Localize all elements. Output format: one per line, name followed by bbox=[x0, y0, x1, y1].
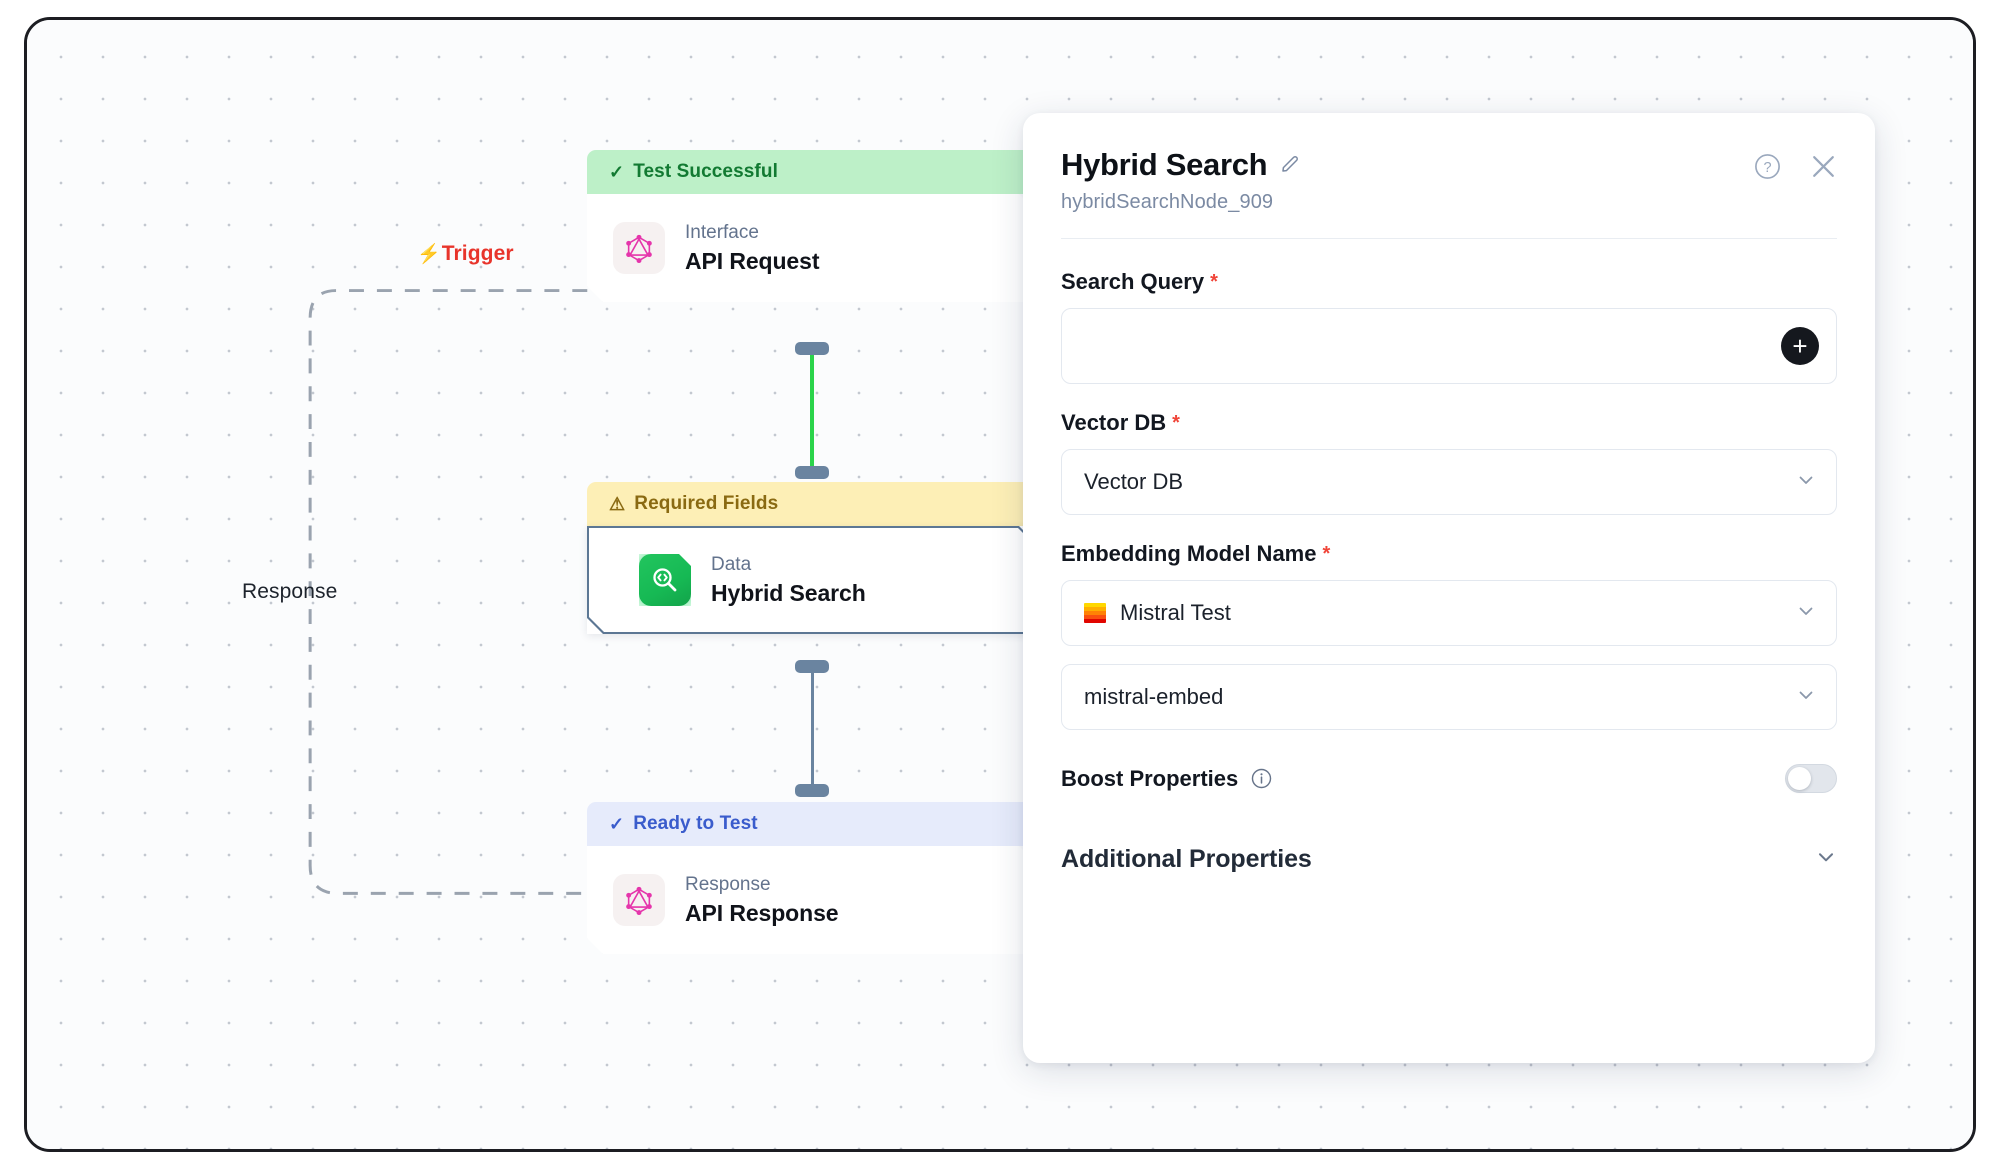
field-label-text: Embedding Model Name bbox=[1061, 541, 1317, 566]
node-properties-panel: Hybrid Search hybridSearchNode_909 ? bbox=[1023, 113, 1875, 1063]
field-label-text: Search Query bbox=[1061, 269, 1205, 294]
field-label-text: Vector DB bbox=[1061, 410, 1167, 435]
lightning-bolt-icon: ⚡ bbox=[417, 243, 441, 265]
node-api-response[interactable]: ✓ Ready to Test bbox=[587, 802, 1035, 954]
node-card-body-selected[interactable]: Data Hybrid Search bbox=[587, 526, 1035, 634]
node-status-banner-ready-to-test: ✓ Ready to Test bbox=[587, 802, 1035, 846]
hybrid-search-icon bbox=[639, 554, 691, 606]
field-boost-properties: Boost Properties bbox=[1061, 764, 1837, 793]
graphql-icon bbox=[613, 222, 665, 274]
field-embedding-model-name: Embedding Model Name * Mistral Test bbox=[1061, 541, 1837, 730]
app-window-frame: ⚡ Trigger Response ✓ Test Successful bbox=[24, 17, 1976, 1152]
add-variable-button[interactable]: + bbox=[1781, 327, 1819, 365]
connector-wire-active bbox=[810, 350, 814, 472]
node-kind-label: Interface bbox=[685, 222, 759, 244]
question-circle-icon[interactable]: ? bbox=[1753, 152, 1782, 181]
node-kind-label: Response bbox=[685, 874, 771, 896]
additional-properties-label: Additional Properties bbox=[1061, 845, 1312, 873]
field-label-text: Boost Properties bbox=[1061, 765, 1239, 791]
vector-db-select[interactable]: Vector DB bbox=[1061, 449, 1837, 515]
search-query-input[interactable]: + bbox=[1061, 308, 1837, 384]
node-status-label: Test Successful bbox=[633, 161, 778, 182]
panel-title: Hybrid Search bbox=[1061, 147, 1268, 182]
flow-canvas[interactable]: ⚡ Trigger Response ✓ Test Successful bbox=[27, 20, 1973, 1149]
warning-triangle-icon: ⚠ bbox=[609, 494, 626, 514]
node-input-handle[interactable] bbox=[795, 466, 829, 479]
field-label: Boost Properties bbox=[1061, 766, 1273, 792]
node-output-handle[interactable] bbox=[795, 660, 829, 673]
chevron-down-icon bbox=[1796, 601, 1816, 626]
node-kind-label: Data bbox=[711, 554, 752, 576]
chevron-down-icon bbox=[1796, 470, 1816, 495]
check-icon: ✓ bbox=[609, 162, 625, 182]
close-x-icon[interactable] bbox=[1808, 151, 1839, 182]
field-label: Embedding Model Name * bbox=[1061, 541, 1837, 567]
additional-properties-section[interactable]: Additional Properties bbox=[1061, 845, 1837, 874]
field-label: Search Query * bbox=[1061, 269, 1837, 295]
node-card-body[interactable]: Response API Response bbox=[587, 846, 1035, 954]
embedding-model-select[interactable]: mistral-embed bbox=[1061, 664, 1837, 730]
boost-properties-toggle[interactable] bbox=[1785, 764, 1837, 793]
required-asterisk: * bbox=[1322, 543, 1331, 565]
required-asterisk: * bbox=[1210, 271, 1218, 293]
panel-action-buttons: ? bbox=[1753, 151, 1839, 182]
chevron-down-icon bbox=[1796, 685, 1816, 710]
vector-db-selected-value: Vector DB bbox=[1084, 469, 1184, 494]
embedding-provider-value: Mistral Test bbox=[1120, 600, 1231, 625]
node-title-label: API Request bbox=[685, 247, 820, 274]
node-status-banner-required-fields: ⚠ Required Fields bbox=[587, 482, 1035, 526]
trigger-label-text: Trigger bbox=[441, 242, 514, 265]
field-label: Vector DB * bbox=[1061, 410, 1837, 436]
panel-divider bbox=[1061, 238, 1837, 239]
chevron-down-icon[interactable] bbox=[1815, 846, 1837, 873]
trigger-label: ⚡ Trigger bbox=[417, 242, 514, 266]
mistral-logo-icon bbox=[1084, 603, 1106, 623]
panel-body: Search Query * + Vector DB * Vector DB bbox=[1023, 239, 1875, 874]
field-vector-db: Vector DB * Vector DB bbox=[1061, 410, 1837, 515]
node-output-handle[interactable] bbox=[795, 342, 829, 355]
node-card-body[interactable]: Interface API Request bbox=[587, 194, 1035, 302]
panel-subtitle-node-id: hybridSearchNode_909 bbox=[1061, 191, 1274, 213]
panel-header: Hybrid Search hybridSearchNode_909 ? bbox=[1023, 113, 1875, 214]
node-api-request[interactable]: ✓ Test Successful bbox=[587, 150, 1035, 302]
node-status-label: Required Fields bbox=[634, 493, 779, 514]
node-input-handle[interactable] bbox=[795, 784, 829, 797]
response-label: Response bbox=[242, 580, 338, 603]
node-hybrid-search[interactable]: ⚠ Required Fields Da bbox=[587, 482, 1035, 634]
node-title-label: API Response bbox=[685, 899, 839, 926]
embedding-model-value: mistral-embed bbox=[1084, 684, 1224, 709]
pencil-icon[interactable] bbox=[1279, 153, 1301, 180]
embedding-provider-select[interactable]: Mistral Test bbox=[1061, 580, 1837, 646]
node-status-banner-test-successful: ✓ Test Successful bbox=[587, 150, 1035, 194]
node-status-label: Ready to Test bbox=[633, 813, 758, 834]
field-search-query: Search Query * + bbox=[1061, 269, 1837, 384]
check-icon: ✓ bbox=[609, 814, 625, 834]
toggle-knob bbox=[1788, 766, 1811, 790]
connector-wire-idle bbox=[811, 668, 814, 790]
graphql-icon bbox=[613, 874, 665, 926]
info-circle-icon[interactable] bbox=[1250, 767, 1273, 790]
svg-text:?: ? bbox=[1763, 160, 1771, 176]
node-title-label: Hybrid Search bbox=[711, 579, 866, 606]
required-asterisk: * bbox=[1172, 412, 1180, 434]
